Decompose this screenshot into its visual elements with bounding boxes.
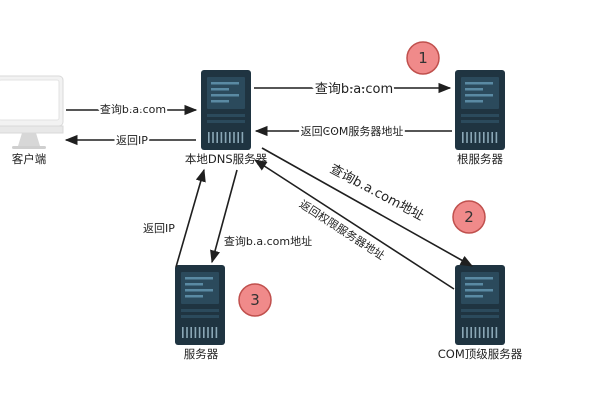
monitor-icon: [0, 75, 64, 149]
edge-com-to-local: [253, 159, 455, 290]
root-node: 根服务器: [455, 70, 505, 166]
step-badge-1: 1: [406, 41, 440, 75]
edge-label-root-to-local: 返回COM服务器地址: [301, 124, 404, 138]
step-badge-2-number: 2: [464, 208, 474, 226]
edge-label-local-to-root: 查询b.a.com: [315, 82, 393, 97]
edge-auth-to-local: [175, 168, 206, 268]
auth-node: 服务器: [175, 265, 225, 361]
client-node: 客户端: [0, 75, 64, 166]
edge-label-local-to-auth: 查询b.a.com地址: [224, 234, 312, 248]
server-icon: [455, 265, 505, 345]
server-icon: [175, 265, 225, 345]
com-tld-label: COM顶级服务器: [438, 347, 523, 361]
edge-label-com-to-local: 返回权限服务器地址: [297, 197, 388, 263]
step-badge-3-number: 3: [250, 291, 260, 309]
server-icon: [201, 70, 251, 150]
step-badge-2: 2: [452, 200, 486, 234]
server-icon: [455, 70, 505, 150]
edge-local-to-auth: [210, 169, 238, 264]
edge-local-to-com: [261, 147, 474, 267]
client-label: 客户端: [12, 152, 47, 166]
local-dns-node: 本地DNS服务器: [185, 70, 268, 166]
step-badge-3: 3: [238, 283, 272, 317]
edge-label-local-to-client: 返回IP: [116, 134, 148, 147]
edge-label-auth-to-local: 返回IP: [143, 222, 175, 235]
step-badge-1-number: 1: [418, 49, 428, 67]
edge-label-client-to-local: 查询b.a.com: [100, 102, 166, 116]
edges: [64, 82, 474, 290]
local-dns-label: 本地DNS服务器: [185, 152, 268, 166]
root-label: 根服务器: [457, 152, 503, 166]
com-tld-node: COM顶级服务器: [438, 265, 523, 361]
auth-label: 服务器: [184, 347, 219, 361]
